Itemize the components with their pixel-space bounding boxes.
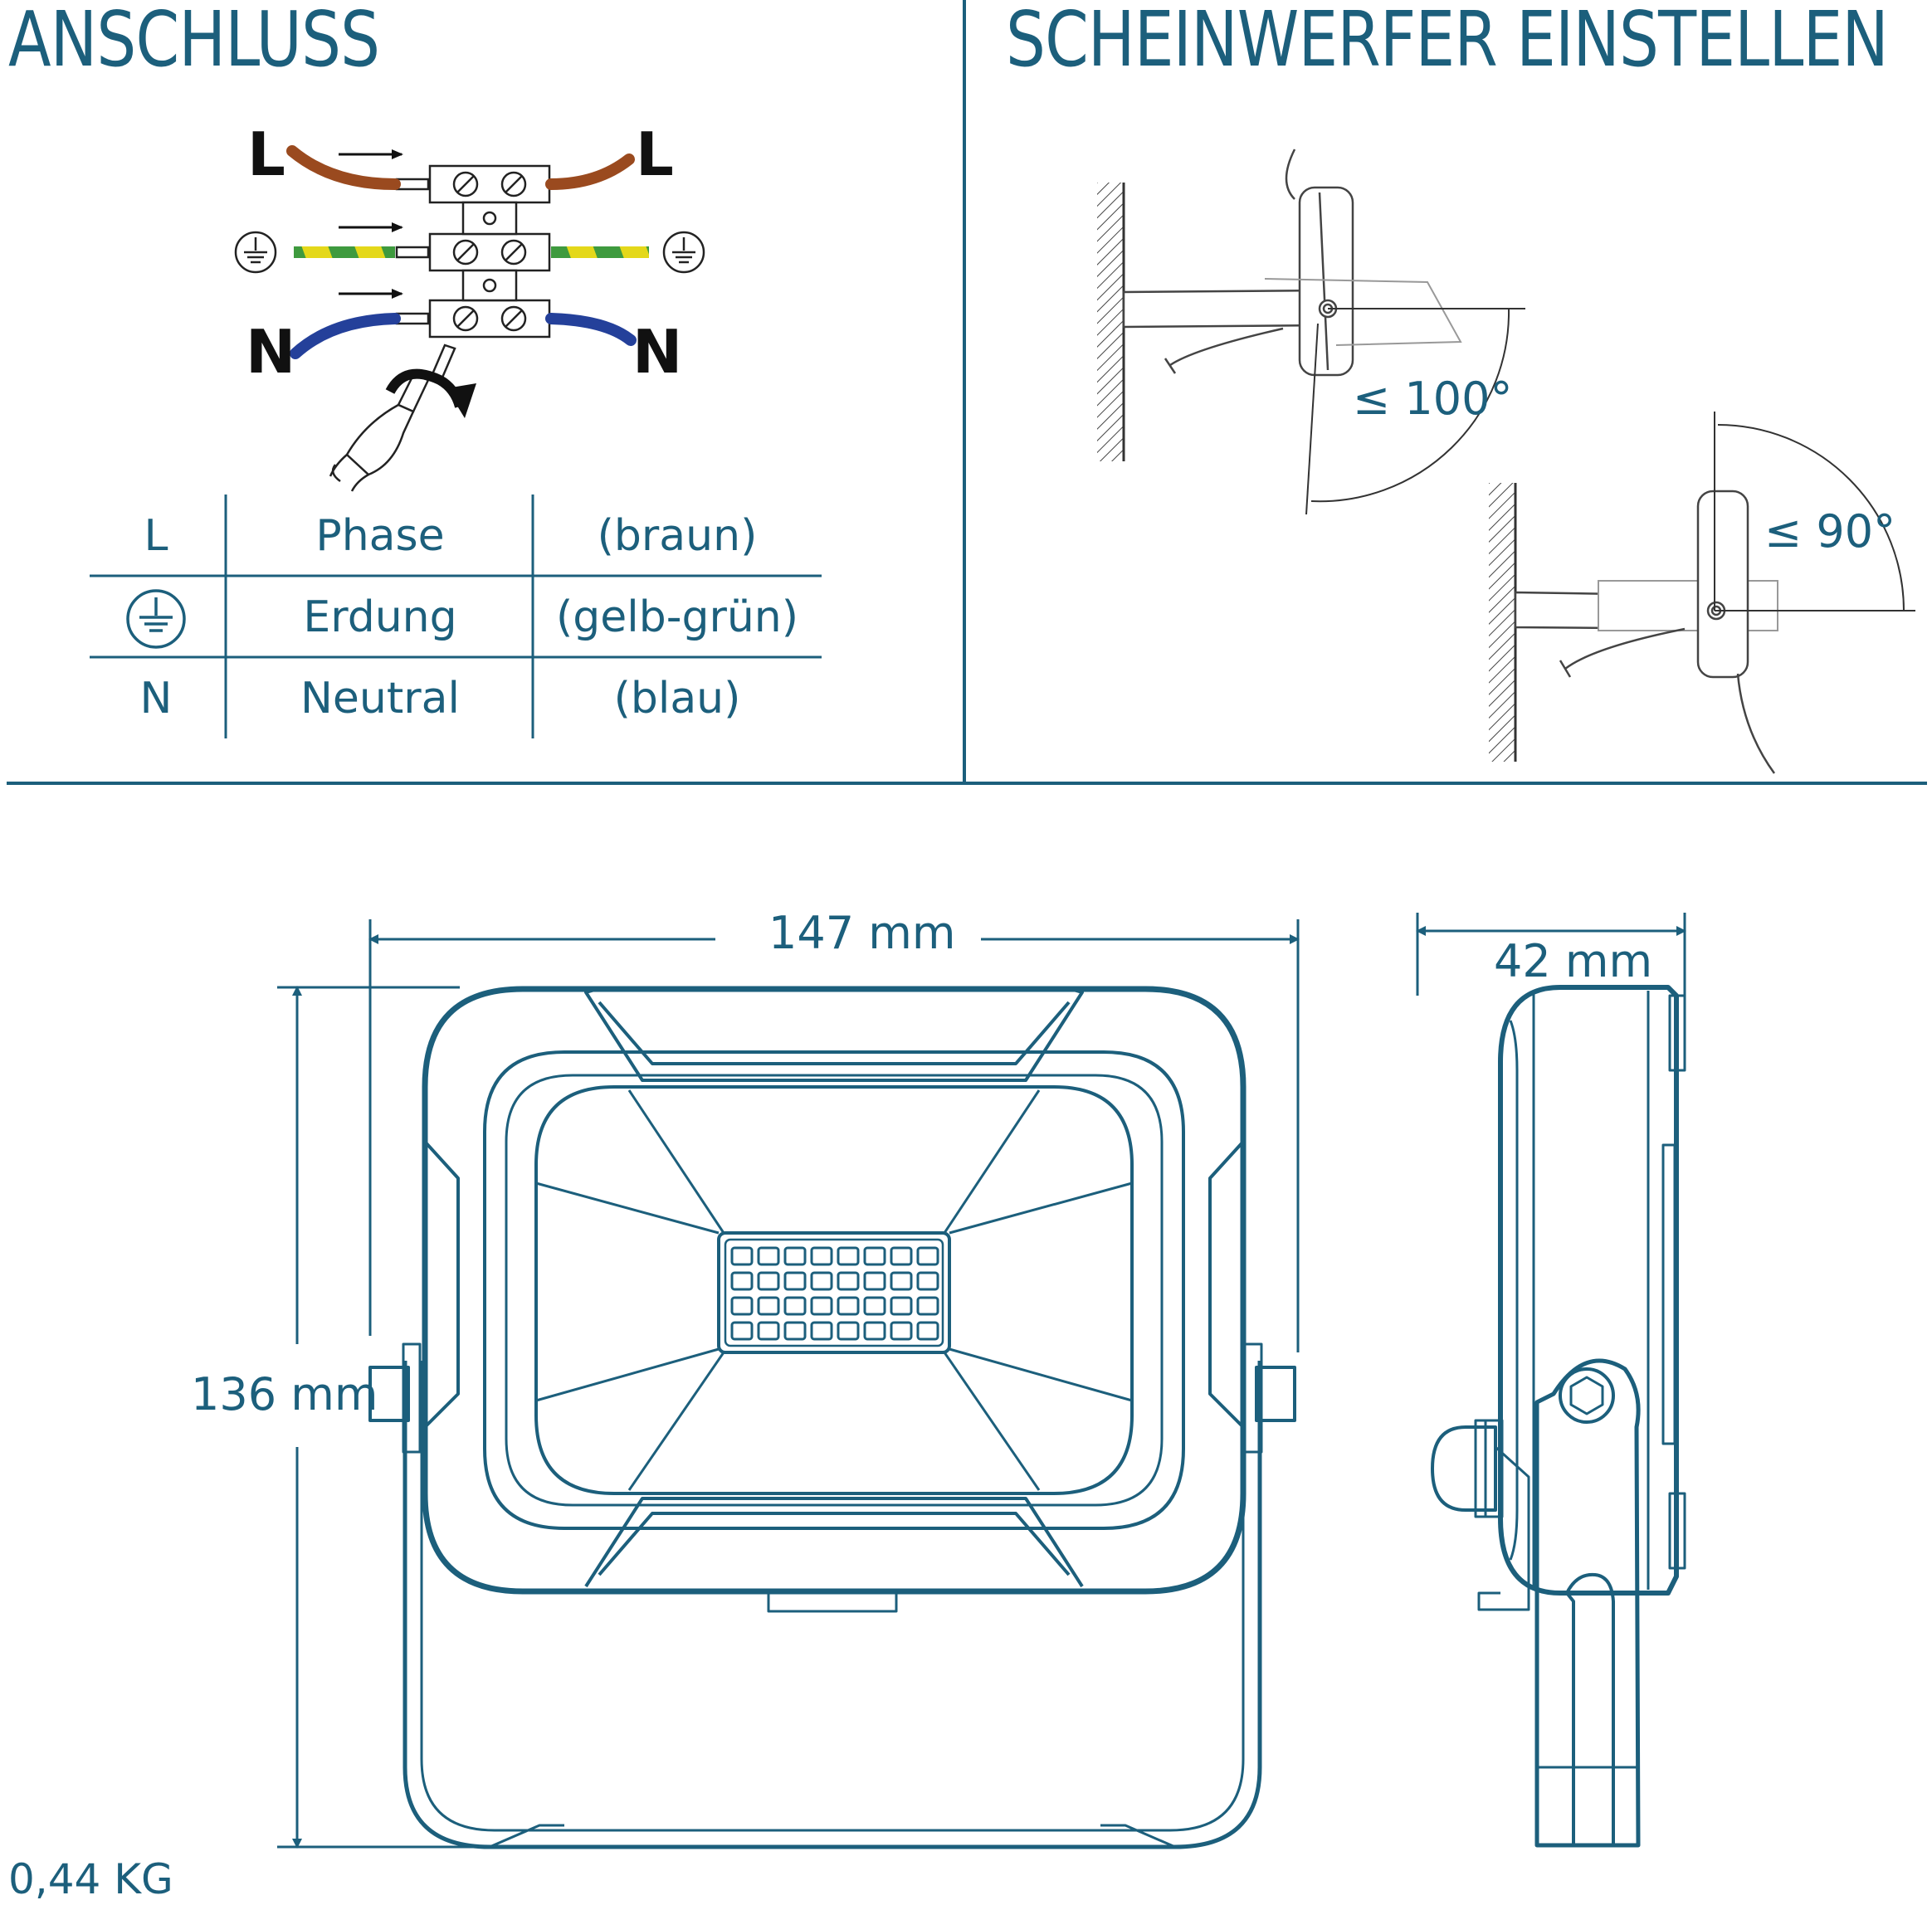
rotate-arrow-icon <box>385 368 476 418</box>
tilt-up-angle-label: ≤ 90° <box>1764 505 1896 558</box>
screwdriver-icon <box>329 343 456 492</box>
led-chip-icon <box>717 1231 951 1354</box>
width-dimension-label: 147 mm <box>768 907 956 959</box>
adjust-heading: SCHEINWERFER EINSTELLEN <box>1006 0 1889 84</box>
wire-label-live-left: L <box>247 119 285 189</box>
wire-table-grid <box>90 495 822 738</box>
live-wire-left <box>286 145 401 190</box>
table-row-earth-color: (gelb-grün) <box>555 592 799 642</box>
wire-label-neutral-right: N <box>632 317 683 387</box>
floodlight-side-view <box>1431 985 1686 1848</box>
housing-outer <box>422 986 1247 1595</box>
weight-label: 0,44 KG <box>8 1855 173 1903</box>
tilt-down-angle-label: ≤ 100° <box>1353 373 1513 425</box>
top-clip <box>584 987 1084 1082</box>
table-row-neutral-name: Neutral <box>300 674 460 724</box>
side-housing <box>1498 985 1679 1596</box>
earth-wire-right <box>551 246 649 258</box>
floodlight-front-view <box>368 986 1296 1849</box>
earth-symbol-icon <box>126 589 186 649</box>
earth-wire-left <box>294 246 395 258</box>
wire-label-live-right: L <box>636 119 674 189</box>
wall-hatch <box>1097 183 1124 461</box>
table-row-live-name: Phase <box>315 511 445 561</box>
bottom-clip <box>584 1497 1084 1588</box>
reflector-facets <box>535 1089 1133 1491</box>
earth-ground-icon <box>662 231 705 274</box>
cable-gland <box>1431 1425 1497 1512</box>
wall-hatch <box>1489 483 1515 762</box>
neutral-wire-right <box>545 313 637 346</box>
section-dividers <box>7 0 1927 785</box>
live-wire-right <box>545 153 635 190</box>
depth-dimension-label: 42 mm <box>1494 935 1653 987</box>
wires <box>286 145 649 359</box>
insertion-arrows <box>339 149 403 299</box>
terminal-block <box>395 164 551 339</box>
height-dimension-label: 136 mm <box>191 1368 378 1420</box>
table-row-live-color: (braun) <box>597 511 758 561</box>
neutral-wire-left <box>290 313 401 359</box>
wire-label-neutral-left: N <box>246 317 296 387</box>
led-grid <box>730 1246 939 1341</box>
terminal-screws <box>452 171 527 332</box>
housing-inner <box>483 1050 1185 1530</box>
earth-ground-icon <box>234 231 277 274</box>
connection-heading: ANSCHLUSS <box>8 0 380 84</box>
table-row-live-symbol: L <box>144 511 168 561</box>
mounting-bracket <box>402 1361 1262 1849</box>
table-row-neutral-color: (blau) <box>613 674 741 724</box>
table-row-neutral-symbol: N <box>139 674 173 724</box>
tilt-down-illustration <box>1097 149 1525 515</box>
side-bracket <box>1534 1358 1641 1848</box>
table-row-earth-name: Erdung <box>303 592 457 642</box>
tilt-up-illustration <box>1489 412 1915 774</box>
reflector-panel <box>534 1085 1134 1495</box>
